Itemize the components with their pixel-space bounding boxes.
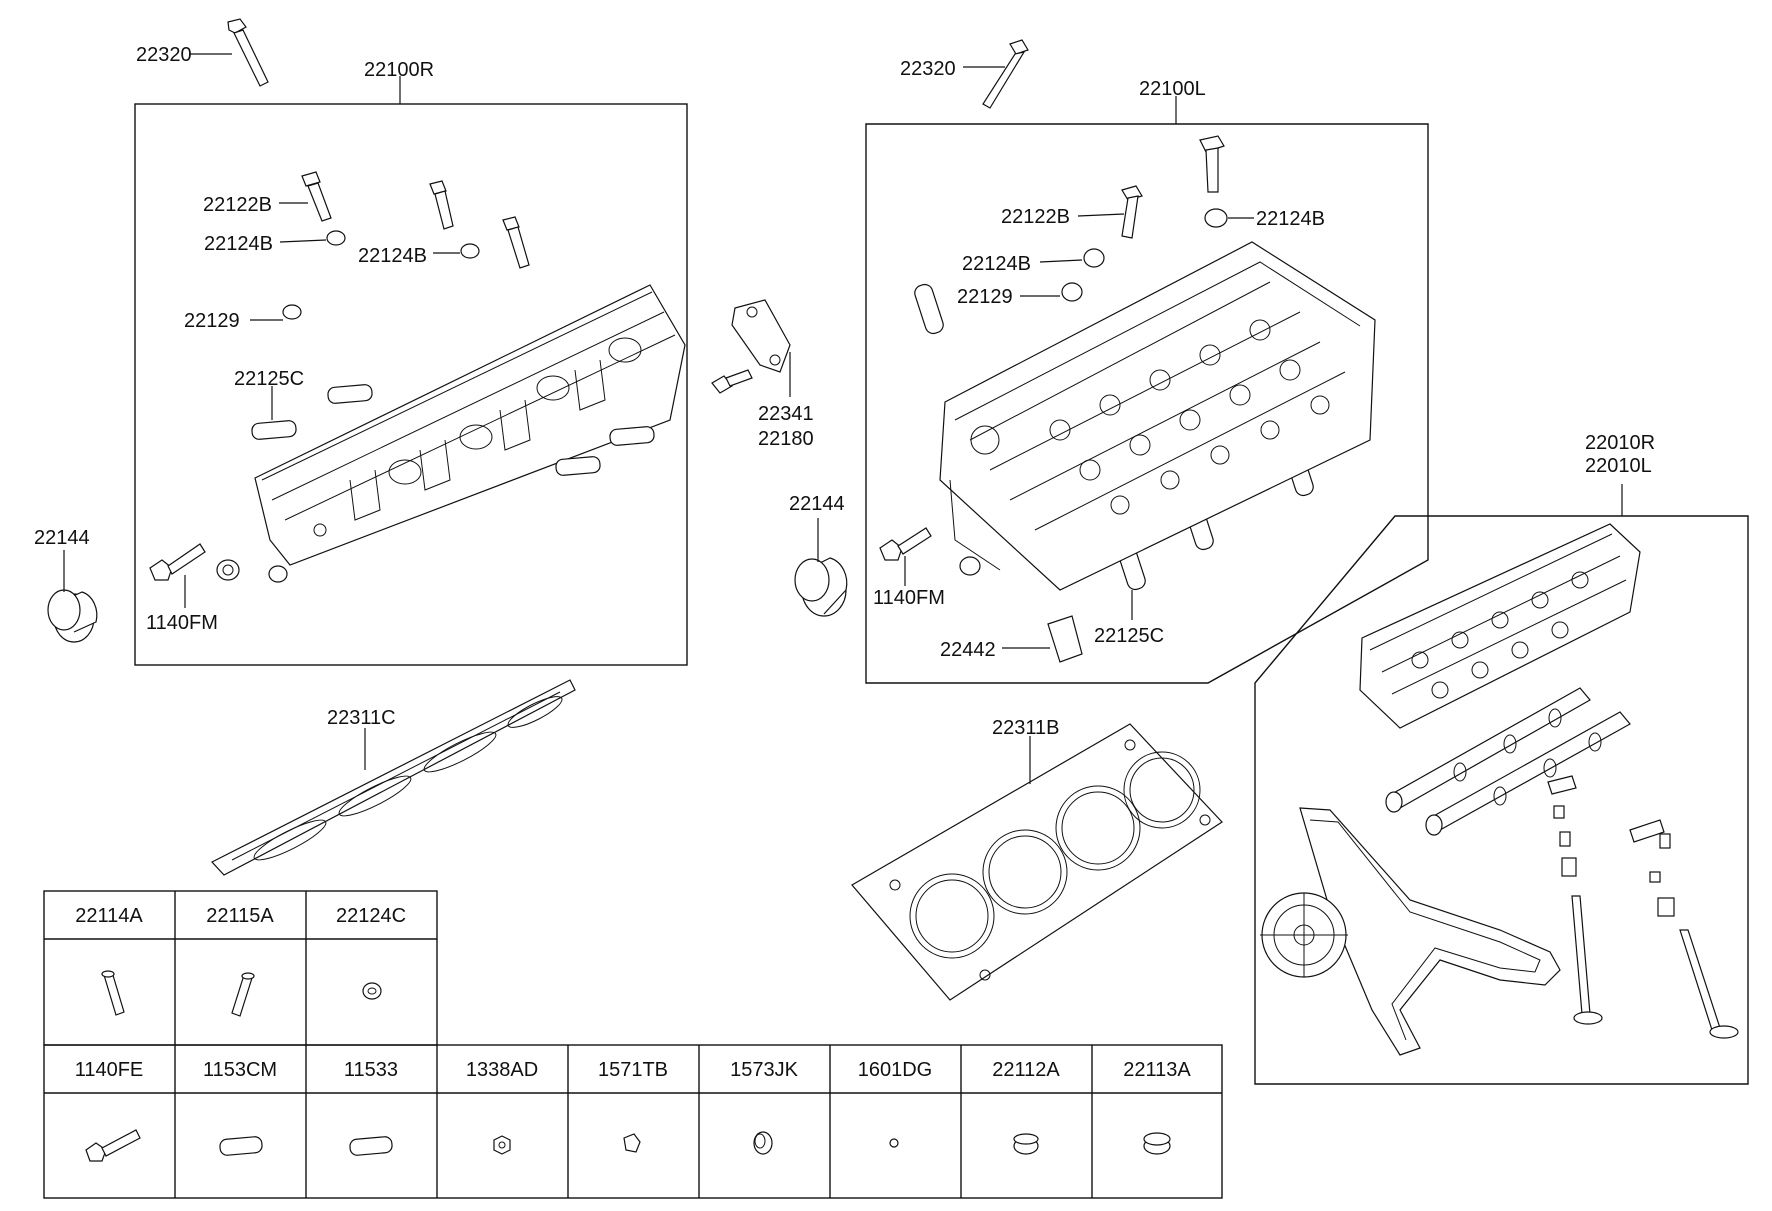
table-cell-22113A: 22113A: [1123, 1059, 1191, 1081]
table-icon-22114A: [101, 970, 125, 1016]
plug-right-small: [959, 556, 981, 576]
callout-22100R: 22100R: [364, 59, 434, 81]
table-cell-1601DG: 1601DG: [858, 1059, 933, 1081]
callout-22442: 22442: [940, 639, 996, 661]
table-cell-1573JK: 1573JK: [730, 1059, 798, 1081]
rocker-arm-valve: [1547, 775, 1739, 1039]
bolt-1140FM-left: [149, 543, 206, 581]
callout-22125C-right: 22125C: [1094, 625, 1164, 647]
parts-table: [43, 890, 1223, 1199]
box-22010: [1254, 515, 1749, 1085]
callout-22122B-right: 22122B: [1001, 206, 1070, 228]
table-icon-1140FE: [85, 1129, 141, 1162]
callout-1140FM-left: 1140FM: [146, 612, 218, 634]
callout-22125C-left: 22125C: [234, 368, 304, 390]
gasket-22311C: [211, 679, 576, 876]
seal-22144-left: [47, 589, 98, 643]
callout-22144-left: 22144: [34, 527, 90, 549]
callout-22122B-left: 22122B: [203, 194, 272, 216]
camshaft: [1385, 687, 1631, 836]
callout-22311C: 22311C: [327, 707, 396, 729]
table-icon-22112A: [1013, 1133, 1039, 1155]
timing-belt: [1299, 807, 1561, 1056]
table-cell-1140FE: 1140FE: [75, 1059, 144, 1081]
table-cell-1571TB: 1571TB: [598, 1059, 668, 1081]
bolt-22320-right: [982, 39, 1029, 109]
plug-22129-right: [1061, 282, 1083, 302]
bolt-22122B-right: [1121, 135, 1225, 239]
lifter-22125C-left: [251, 384, 655, 476]
callout-22320-right: 22320: [900, 58, 956, 80]
table-icon-22113A: [1143, 1132, 1171, 1155]
bolt-1140FM-right: [879, 527, 932, 561]
table-cell-22115A: 22115A: [206, 905, 274, 927]
bolt-22320-left: [227, 18, 269, 87]
sleeve-22124B-left: [326, 230, 480, 259]
cam-sprocket: [1260, 892, 1348, 978]
callout-22144-middle: 22144: [789, 493, 845, 515]
table-cell-22114A: 22114A: [75, 905, 143, 927]
callout-22124B-right-1: 22124B: [1256, 208, 1325, 230]
table-icon-22115A: [231, 972, 255, 1017]
callout-22311B: 22311B: [992, 717, 1059, 739]
table-cell-1338AD: 1338AD: [466, 1059, 538, 1081]
callout-22010L: 22010L: [1585, 455, 1652, 477]
callout-22180: 22180: [758, 428, 814, 450]
callout-22124B-right-2: 22124B: [962, 253, 1031, 275]
key-22442: [1047, 615, 1083, 663]
table-cell-1153CM: 1153CM: [203, 1059, 277, 1081]
table-icon-1338AD: [493, 1135, 511, 1155]
callout-22129-right: 22129: [957, 286, 1013, 308]
cylinder-head-assembly: [1359, 523, 1641, 729]
box-22100L: [865, 123, 1429, 684]
table-icon-1573JK: [753, 1131, 773, 1155]
bolt-22122B-left: [301, 171, 530, 269]
table-icon-22124C: [362, 982, 382, 1000]
table-icon-1601DG: [889, 1138, 899, 1148]
callout-22341: 22341: [758, 403, 814, 425]
table-icon-11533: [349, 1136, 393, 1156]
table-cell-22124C: 22124C: [336, 905, 406, 927]
bolt-22180: [711, 369, 753, 394]
box-22100R: [134, 103, 688, 666]
table-icon-1153CM: [219, 1136, 263, 1156]
sleeve-22124B-right: [1083, 208, 1228, 268]
callout-22124B-left-1: 22124B: [204, 233, 273, 255]
table-icon-1571TB: [623, 1133, 641, 1153]
callout-22129-left: 22129: [184, 310, 240, 332]
seal-left: [216, 559, 288, 583]
gasket-22311B: [851, 723, 1223, 1001]
table-cell-22112A: 22112A: [992, 1059, 1060, 1081]
callout-22320-left: 22320: [136, 44, 192, 66]
callout-1140FM-right: 1140FM: [873, 587, 945, 609]
table-cell-11533: 11533: [344, 1059, 398, 1081]
plate-22341: [731, 299, 791, 373]
callout-22010R: 22010R: [1585, 432, 1655, 454]
cylinder-head-22100R: [254, 284, 686, 566]
plug-22129-left: [282, 304, 302, 320]
seal-22144-middle: [794, 557, 848, 617]
cylinder-head-22100L: [939, 241, 1376, 591]
callout-22100L: 22100L: [1139, 78, 1206, 100]
callout-22124B-left-2: 22124B: [358, 245, 427, 267]
